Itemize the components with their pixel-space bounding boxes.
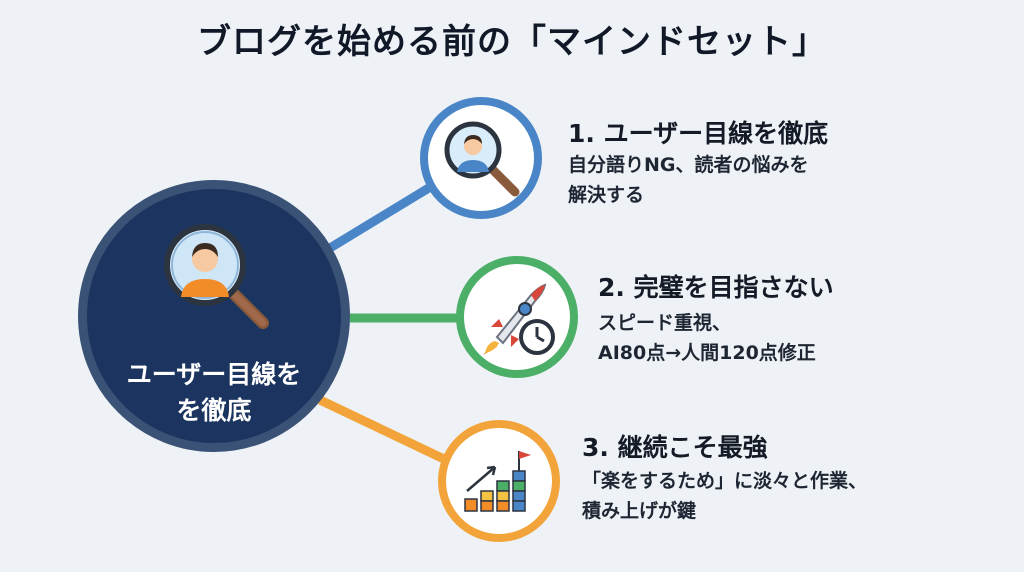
connector-orange [318,395,448,465]
growth-blocks-icon [464,451,531,512]
hub-label-line2: を徹底 [176,396,252,425]
rocket-clock-icon [483,283,555,355]
item-3-title: 3. 継続こそ最強 [582,433,768,462]
item-2-desc: スピード重視、 AI80点→人間120点修正 [598,308,816,368]
item-1-desc: 自分語りNG、読者の悩みを 解決する [568,150,809,210]
page-title: ブログを始める前の「マインドセット」 [197,22,827,62]
item-3-desc: 「楽をするため」に淡々と作業、 積み上げが鍵 [582,466,867,526]
item-1-desc-line2: 解決する [568,184,645,206]
central-hub-circle: ユーザー目線を を徹底 [78,180,350,452]
hub-label: ユーザー目線を を徹底 [87,357,341,429]
node-not-perfect [456,256,578,378]
item-2-desc-line1: スピード重視、 [598,312,732,334]
item-1-desc-line1: 自分語りNG、読者の悩みを [568,154,809,176]
person-magnifier-icon [164,224,269,329]
node-user-perspective [420,97,542,219]
item-3-desc-line2: 積み上げが鍵 [582,500,697,522]
connector-blue [327,182,435,252]
person-magnifier-icon [444,121,520,197]
item-2-title: 2. 完璧を目指さない [598,273,834,302]
item-2-desc-line2: AI80点→人間120点修正 [598,342,816,364]
hub-label-line1: ユーザー目線を [126,360,302,389]
node-continuity [438,420,560,542]
item-3-desc-line1: 「楽をするため」に淡々と作業、 [582,470,868,492]
item-1-title: 1. ユーザー目線を徹底 [568,119,829,148]
